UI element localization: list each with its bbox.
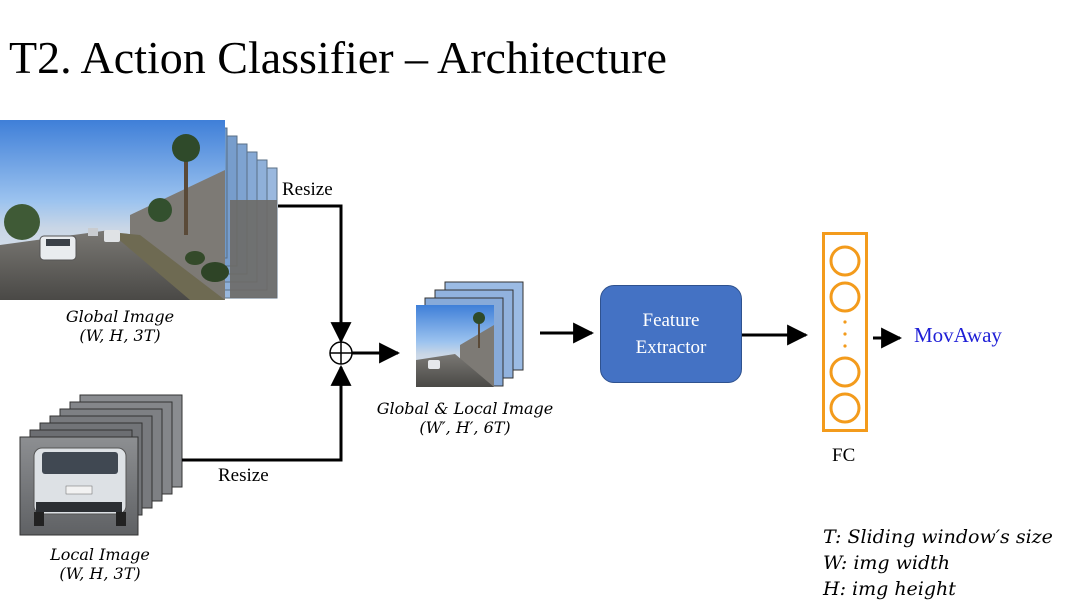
fc-layer-box (822, 232, 868, 432)
feature-extractor-box: Feature Extractor (600, 285, 742, 383)
slide-title: T2. Action Classifier – Architecture (9, 32, 667, 83)
global-image-label: Global Image (65, 307, 175, 326)
combined-image-front (416, 305, 494, 387)
fc-neurons (829, 245, 861, 424)
fc-neuron (829, 245, 861, 277)
legend-text-h: : img height (839, 578, 956, 600)
resize-bottom-label: Resize (218, 465, 269, 486)
fc-neuron (829, 281, 861, 313)
legend-symbol-t: T (823, 526, 835, 548)
resize-bottom-connector (182, 364, 352, 462)
combined-image-dims: (W′, H′, 6T) (419, 418, 511, 437)
legend-item-h: H: img height (823, 576, 1053, 602)
global-image-stack (0, 120, 278, 300)
fc-ellipsis-dots (843, 320, 847, 348)
resize-top-label: Resize (282, 179, 333, 200)
legend: T: Sliding window′s size W: img width H:… (823, 524, 1053, 602)
combined-image-label: Global & Local Image (376, 399, 554, 418)
local-image-stack (19, 394, 183, 536)
resize-top-connector (278, 204, 352, 344)
local-image-label: Local Image (50, 545, 150, 564)
fc-neuron (829, 392, 861, 424)
fc-neuron (829, 356, 861, 388)
concat-operator-icon (329, 341, 353, 365)
local-image-caption: Local Image (W, H, 3T) (20, 545, 180, 583)
legend-symbol-w: W (823, 552, 841, 574)
feature-extractor-line1: Feature (642, 310, 700, 331)
feature-extractor-line2: Extractor (635, 337, 707, 358)
legend-item-w: W: img width (823, 550, 1053, 576)
fc-label: FC (832, 445, 856, 466)
legend-symbol-h: H (823, 578, 840, 600)
global-image-caption: Global Image (W, H, 3T) (40, 307, 200, 345)
output-class-label: MovAway (914, 323, 1002, 347)
global-image-dims: (W, H, 3T) (79, 326, 161, 345)
combined-image-stack (416, 281, 524, 387)
local-image-dims: (W, H, 3T) (59, 564, 141, 583)
global-image-front (0, 120, 229, 300)
combined-image-caption: Global & Local Image (W′, H′, 6T) (355, 399, 575, 437)
local-image-front (19, 436, 139, 536)
legend-text-t: : Sliding window′s size (835, 526, 1053, 548)
legend-text-w: : img width (840, 552, 951, 574)
legend-item-t: T: Sliding window′s size (823, 524, 1053, 550)
